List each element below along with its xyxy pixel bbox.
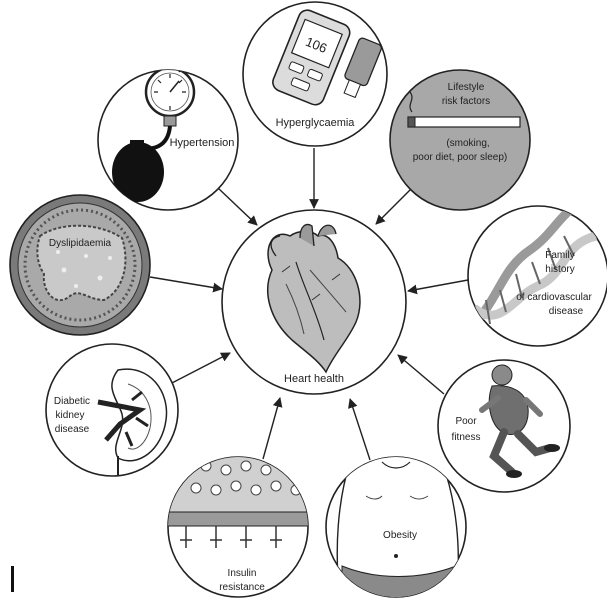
hypertension-label: Hypertension <box>170 137 235 149</box>
dyslipidaemia-label: Dyslipidaemia <box>49 238 112 249</box>
insulin-resistance-line1: Insulin <box>228 568 257 579</box>
node-poor-fitness: Poor fitness <box>438 360 570 492</box>
node-family-history: Family history of cardiovascular disease <box>468 198 607 346</box>
poor-fitness-line1: Poor <box>455 416 477 427</box>
lifestyle-label-line2: risk factors <box>442 96 490 107</box>
arrow-poor-fitness <box>398 355 444 394</box>
arrow-hypertension <box>218 188 257 225</box>
arrow-insulin-resistance <box>263 398 280 459</box>
diabetic-kidney-line3: disease <box>55 424 90 435</box>
family-history-line2: history <box>545 264 574 275</box>
center-label: Heart health <box>284 373 344 385</box>
center-node: Heart health <box>222 210 406 394</box>
arrow-obesity <box>350 399 370 460</box>
arrow-diabetic-kidney <box>170 353 230 384</box>
arrow-family-history <box>408 280 468 291</box>
node-hyperglycaemia: 106 Hyperglycaemia <box>243 2 387 146</box>
node-insulin-resistance: Insulin resistance <box>160 450 320 597</box>
arrow-lifestyle <box>376 188 412 224</box>
artery-plaque-icon <box>18 203 142 327</box>
node-obesity: Obesity <box>326 455 466 598</box>
node-dyslipidaemia: Dyslipidaemia <box>10 195 150 335</box>
family-history-line4: disease <box>549 306 584 317</box>
hyperglycaemia-label: Hyperglycaemia <box>276 117 356 129</box>
node-hypertension: Hypertension <box>98 65 246 210</box>
obese-torso-icon <box>337 455 458 598</box>
lifestyle-detail-line1: (smoking, <box>446 138 489 149</box>
node-lifestyle: Lifestyle risk factors (smoking, poor di… <box>390 70 530 210</box>
text-cursor-icon <box>11 566 14 592</box>
insulin-resistance-line2: resistance <box>219 582 265 593</box>
family-history-line1: Family <box>545 250 574 261</box>
arrow-dyslipidaemia <box>150 277 222 289</box>
node-diabetic-kidney: Diabetic kidney disease <box>46 344 178 482</box>
obesity-label: Obesity <box>383 530 417 541</box>
lifestyle-label-line1: Lifestyle <box>448 82 485 93</box>
diabetic-kidney-line1: Diabetic <box>54 396 90 407</box>
diabetic-kidney-line2: kidney <box>56 410 85 421</box>
family-history-line3: of cardiovascular <box>516 292 592 303</box>
poor-fitness-line2: fitness <box>452 432 481 443</box>
lifestyle-detail-line2: poor diet, poor sleep) <box>413 152 508 163</box>
